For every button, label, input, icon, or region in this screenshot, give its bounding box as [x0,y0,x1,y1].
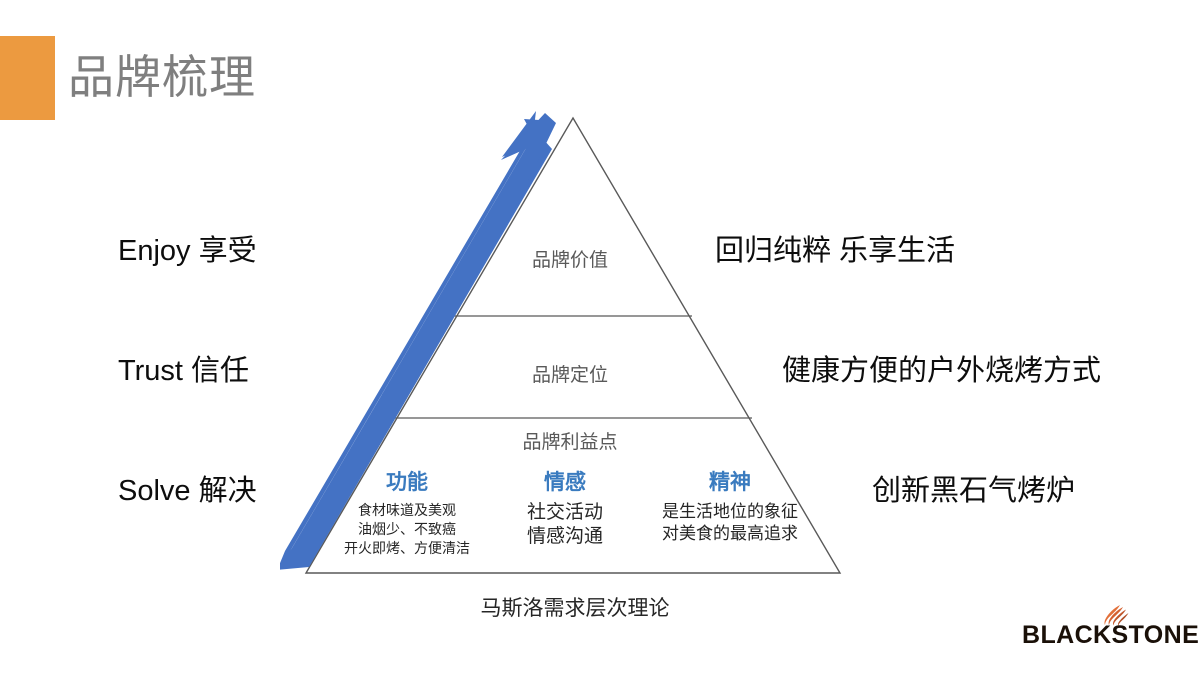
page-title: 品牌梳理 [68,51,256,103]
left-label-enjoy: Enjoy 享受 [118,235,257,267]
blackstone-logo: BLACKSTONE [1022,604,1199,650]
benefit-column-lines: 食材味道及美观 油烟少、不致癌 开火即烤、方便清洁 [322,501,492,558]
benefit-line: 情感沟通 [526,526,603,547]
benefit-column-function: 功能 食材味道及美观 油烟少、不致癌 开火即烤、方便清洁 [322,470,492,558]
left-label-trust: Trust 信任 [118,355,250,387]
benefit-line: 油烟少、不致癌 [358,521,456,537]
logo-wordmark: BLACKSTONE [1022,621,1200,649]
left-label-solve: Solve 解决 [118,475,257,507]
right-label-brand-value: 回归纯粹 乐享生活 [715,235,956,267]
pyramid-tier-label-benefit: 品牌利益点 [522,432,618,453]
benefit-column-spirit: 精神 是生活地位的象征 对美食的最高追求 [638,470,822,545]
benefit-column-title: 情感 [544,471,586,494]
benefit-column-lines: 社交活动 情感沟通 [492,501,638,549]
flame-icon [1104,605,1129,626]
benefit-column-title: 功能 [386,471,428,494]
pyramid-outline [304,116,842,574]
title-accent-bar [0,36,55,120]
benefit-column-lines: 是生活地位的象征 对美食的最高追求 [638,501,822,545]
growth-arrow [280,111,556,570]
benefit-column-emotion: 情感 社交活动 情感沟通 [492,470,638,549]
benefit-line: 社交活动 [526,502,603,523]
pyramid-tier-label-position: 品牌定位 [531,365,608,386]
benefit-line: 对美食的最高追求 [662,524,798,543]
benefit-line: 开火即烤、方便清洁 [344,540,470,556]
benefit-column-title: 精神 [709,471,751,494]
pyramid-diagram: 品牌价值 品牌定位 品牌利益点 功能 食材味道及美观 油烟少、不致癌 开火即烤、… [280,105,860,590]
right-label-brand-benefit: 创新黑石气烤炉 [872,475,1076,507]
right-label-brand-position: 健康方便的户外烧烤方式 [782,355,1102,387]
benefit-line: 食材味道及美观 [358,502,456,518]
diagram-caption: 马斯洛需求层次理论 [480,597,670,620]
benefit-columns: 功能 食材味道及美观 油烟少、不致癌 开火即烤、方便清洁 情感 社交活动 情感沟… [322,470,822,570]
pyramid-tier-label-value: 品牌价值 [531,250,608,271]
benefit-line: 是生活地位的象征 [662,502,798,521]
pyramid-graphic [280,111,842,574]
